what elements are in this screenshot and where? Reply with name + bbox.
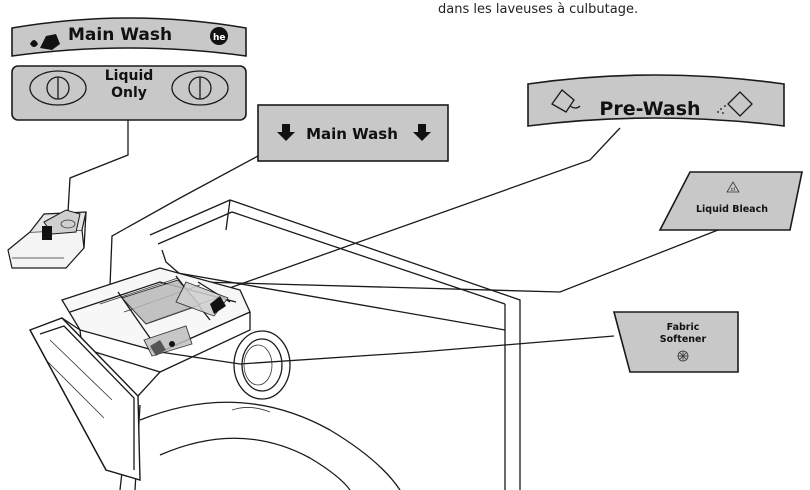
right-dial-icon bbox=[171, 70, 229, 106]
he-badge-text: he bbox=[213, 33, 226, 43]
callout-liquid-only bbox=[67, 120, 129, 213]
bleach-triangle-icon: cl bbox=[726, 181, 740, 193]
svg-text:cl: cl bbox=[731, 187, 735, 193]
liquid-only-label: Liquid Only bbox=[11, 65, 247, 121]
down-arrow-icon bbox=[277, 124, 295, 141]
callout-liquid-bleach bbox=[199, 229, 719, 293]
pre-wash-text: Pre-Wash bbox=[599, 98, 700, 120]
he-badge: he bbox=[210, 27, 228, 45]
liquid-only-line1: Liquid bbox=[105, 68, 154, 84]
liquid-bleach-text: Liquid Bleach bbox=[696, 204, 768, 215]
pre-wash-label: Pre-Wash bbox=[527, 74, 785, 127]
detergent-bottle-icon bbox=[30, 34, 60, 50]
liquid-bleach-label: cl Liquid Bleach bbox=[658, 171, 803, 231]
liquid-only-line2: Only bbox=[111, 85, 147, 101]
fabric-softener-label: Fabric Softener bbox=[612, 311, 739, 373]
main-wash-arrow-label: Main Wash bbox=[257, 104, 449, 162]
main-wash-arrow-text: Main Wash bbox=[306, 125, 398, 143]
left-dial-icon bbox=[29, 70, 87, 106]
fabric-softener-line2: Softener bbox=[660, 334, 707, 345]
down-arrow-icon bbox=[413, 124, 431, 141]
liquid-cup-insert bbox=[7, 209, 87, 269]
washer-drawing bbox=[29, 199, 521, 490]
callout-pre-wash bbox=[189, 127, 621, 303]
softener-flower-icon bbox=[677, 350, 689, 362]
fabric-softener-line1: Fabric bbox=[667, 322, 700, 333]
callout-fabric-softener bbox=[159, 335, 615, 365]
caption-text: dans les laveuses à culbutage. bbox=[438, 2, 639, 17]
main-wash-label-top: Main Wash he bbox=[11, 17, 247, 57]
powder-scoop-icon bbox=[717, 91, 753, 117]
liquid-pour-icon bbox=[551, 89, 581, 113]
main-wash-top-text: Main Wash bbox=[68, 25, 172, 45]
